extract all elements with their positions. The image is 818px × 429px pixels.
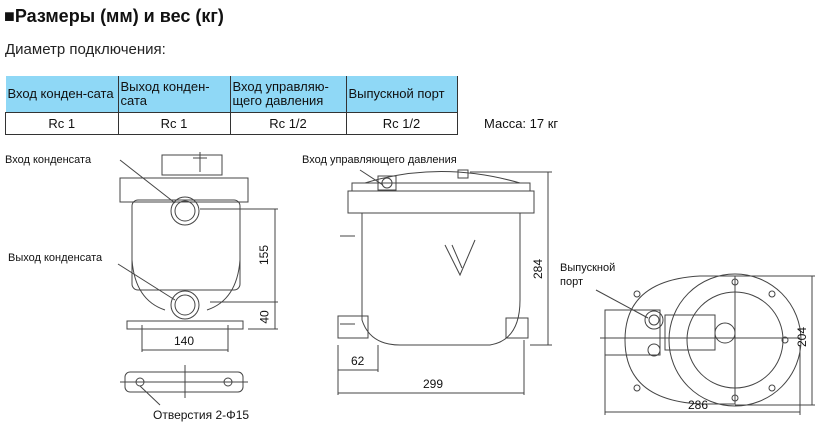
- cell-pilot: Rc 1/2: [230, 112, 347, 135]
- dim-286: 286: [688, 398, 709, 412]
- section-title: ■Размеры (мм) и вес (кг): [4, 6, 224, 26]
- front-view-drawing: [117, 152, 278, 406]
- side-view-drawing: [337, 169, 552, 395]
- dim-140: 140: [174, 334, 195, 348]
- label-inlet: Вход конденсата: [5, 154, 92, 166]
- cell-inlet: Rc 1: [5, 112, 119, 135]
- cell-outlet: Rc 1: [118, 112, 231, 135]
- mass-value: Масса: 17 кг: [484, 116, 559, 131]
- dim-299: 299: [423, 377, 444, 391]
- connection-table: Вход конден-сата Выход конден-сата Вход …: [5, 76, 458, 135]
- top-view-drawing: [595, 273, 815, 415]
- connection-diameter-label: Диаметр подключения:: [5, 41, 166, 58]
- label-drain-2: порт: [560, 276, 583, 288]
- label-holes: Отверстия 2-Φ15: [153, 408, 250, 422]
- label-pilot: Вход управляющего давления: [302, 154, 457, 166]
- dim-284: 284: [531, 258, 546, 280]
- dim-62: 62: [351, 354, 365, 368]
- label-outlet: Выход конденсата: [8, 252, 103, 264]
- table-header-row: Вход конден-сата Выход конден-сата Вход …: [5, 76, 458, 113]
- header-outlet: Выход конден-сата: [118, 76, 231, 113]
- header-pilot: Вход управляю-щего давления: [230, 76, 347, 113]
- dim-40: 40: [257, 310, 272, 324]
- table-row: Rc 1 Rc 1 Rc 1/2 Rc 1/2: [5, 112, 458, 135]
- dim-155: 155: [257, 244, 272, 266]
- dim-204: 204: [795, 326, 810, 348]
- cell-drain: Rc 1/2: [346, 112, 458, 135]
- label-drain-1: Выпускной: [560, 262, 616, 274]
- header-inlet: Вход конден-сата: [5, 76, 119, 113]
- header-drain: Выпускной порт: [346, 76, 458, 113]
